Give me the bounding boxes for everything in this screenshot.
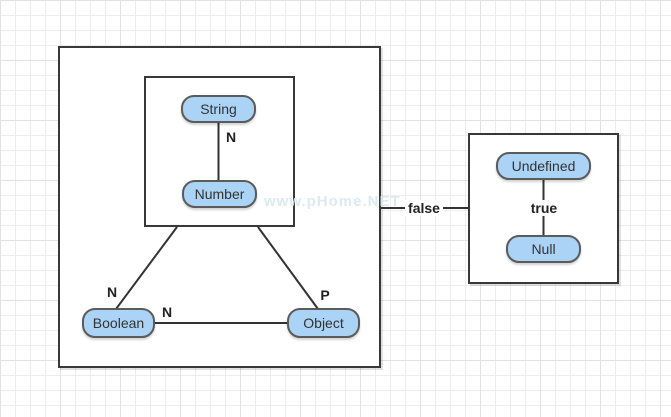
edge-label-container-boolean: N: [106, 284, 118, 300]
node-string[interactable]: String: [181, 95, 256, 123]
node-object-label: Object: [303, 315, 344, 331]
edge-label-container-object: P: [320, 287, 330, 303]
node-null-label: Null: [531, 241, 556, 257]
edge-container-object[interactable]: [257, 226, 319, 310]
edge-label-true: true: [527, 200, 561, 216]
node-number[interactable]: Number: [182, 180, 257, 208]
edge-label-false: false: [405, 200, 443, 216]
node-string-label: String: [200, 101, 237, 117]
watermark: www.pHome.NET: [264, 193, 401, 210]
edge-container-boolean[interactable]: [115, 226, 178, 310]
node-number-label: Number: [194, 186, 245, 202]
node-undefined[interactable]: Undefined: [496, 152, 591, 180]
edge-label-string-number: N: [225, 129, 237, 145]
node-boolean[interactable]: Boolean: [82, 308, 155, 338]
edge-label-boolean-object: N: [161, 304, 173, 320]
node-null[interactable]: Null: [506, 235, 581, 263]
node-boolean-label: Boolean: [92, 315, 145, 331]
node-undefined-label: Undefined: [511, 158, 576, 174]
node-object[interactable]: Object: [287, 308, 360, 338]
